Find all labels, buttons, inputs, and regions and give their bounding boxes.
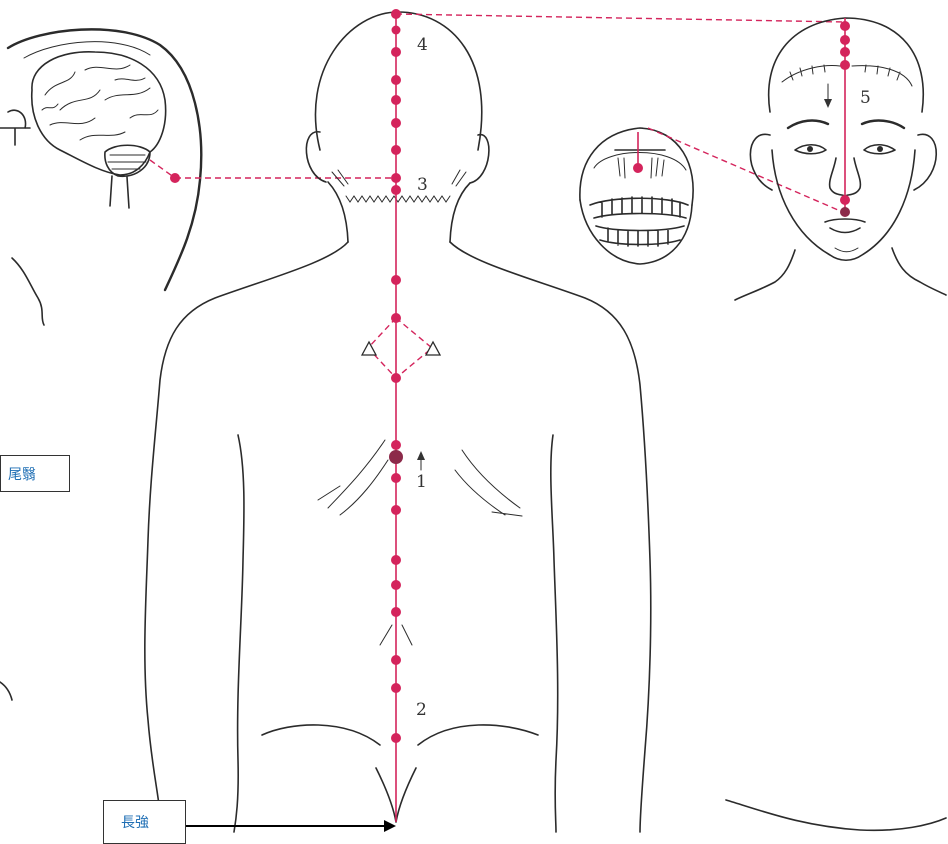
left-shoulder-arm-outline — [145, 242, 348, 832]
face-right-eyebrow — [862, 121, 904, 128]
acupoint — [392, 26, 401, 35]
right-torso-side — [551, 435, 558, 832]
face-left-ear — [750, 134, 772, 190]
acupoint — [391, 440, 401, 450]
shoulder-fragment-left-edge — [12, 258, 44, 325]
left-buttock-curve — [262, 725, 380, 745]
body-fragment-left-edge — [0, 682, 12, 700]
label-changqiang-text: 長強 — [121, 812, 149, 832]
point-number-1: 1 — [416, 472, 427, 492]
skull-inner-outline — [24, 42, 150, 58]
top-connector-dashed-line — [396, 14, 845, 22]
acupoint-face — [840, 60, 850, 70]
acupoint — [391, 173, 401, 183]
right-buttock-curve — [418, 725, 538, 745]
face-neck-shoulder-right — [892, 248, 946, 295]
left-torso-side — [234, 435, 244, 832]
acupoint-face-lip — [840, 207, 850, 217]
neck-right — [450, 183, 470, 242]
mouth-to-face-dashed-line — [648, 128, 838, 210]
face-neck-shoulder-left — [735, 250, 795, 300]
acupoint-face — [840, 35, 850, 45]
dashed-diamond — [368, 318, 432, 378]
partial-figure-bottom-right — [726, 800, 946, 830]
acupoint — [391, 473, 401, 483]
right-scapula-strokes — [455, 450, 522, 516]
acupoint — [391, 118, 401, 128]
arrow-down-icon — [824, 99, 832, 108]
face-left-eyebrow — [788, 121, 828, 128]
lower-teeth — [596, 226, 684, 246]
brain-gyri — [42, 65, 158, 140]
acupoint — [391, 655, 401, 665]
arrow-up-icon — [417, 451, 425, 460]
acupoint-mouth — [633, 163, 643, 173]
cerebellum — [105, 145, 150, 176]
acupoint-face — [840, 21, 850, 31]
triangle-marker-left — [362, 342, 376, 355]
neck-left — [328, 182, 348, 242]
acupoint — [391, 145, 401, 155]
acupoint — [391, 555, 401, 565]
point-number-5: 5 — [860, 88, 871, 108]
acupoint — [391, 185, 401, 195]
ear-fragment-left-edge — [0, 110, 30, 145]
face-right-ear — [914, 134, 936, 190]
face-left-pupil — [807, 146, 813, 152]
nape-hairline — [346, 196, 450, 202]
right-shoulder-arm-outline — [450, 242, 651, 832]
mouth-lower-lip — [580, 200, 692, 264]
acupoint-highlighted — [389, 450, 403, 464]
acupoint — [391, 9, 401, 19]
brain-outline — [32, 52, 166, 175]
upper-teeth — [590, 197, 688, 218]
acupoint — [391, 75, 401, 85]
brain-stem — [110, 176, 129, 208]
acupoint — [391, 313, 401, 323]
point-number-2: 2 — [416, 700, 427, 720]
label-weiyi: 尾翳 — [0, 455, 70, 492]
acupoint — [391, 683, 401, 693]
label-weiyi-text: 尾翳 — [8, 464, 36, 484]
acupoint — [391, 47, 401, 57]
acupoint-face — [840, 195, 850, 205]
acupoint — [391, 607, 401, 617]
face-right-pupil — [877, 146, 883, 152]
left-ear — [306, 132, 326, 182]
acupoint — [391, 733, 401, 743]
face-jaw-outline — [772, 150, 915, 260]
acupoint — [391, 95, 401, 105]
point-number-4: 4 — [417, 35, 428, 55]
point-number-3: 3 — [417, 175, 428, 195]
acupoint — [391, 275, 401, 285]
face-mouth — [825, 219, 865, 233]
acupoint — [391, 373, 401, 383]
left-scapula-strokes — [318, 440, 388, 515]
acupoint — [391, 505, 401, 515]
label-changqiang: 長強 — [103, 800, 186, 844]
acupoint-face — [840, 47, 850, 57]
face-chin — [835, 248, 858, 252]
acupoint — [391, 580, 401, 590]
changqiang-pointer-arrowhead — [384, 820, 396, 832]
acupoint-brain — [170, 173, 180, 183]
